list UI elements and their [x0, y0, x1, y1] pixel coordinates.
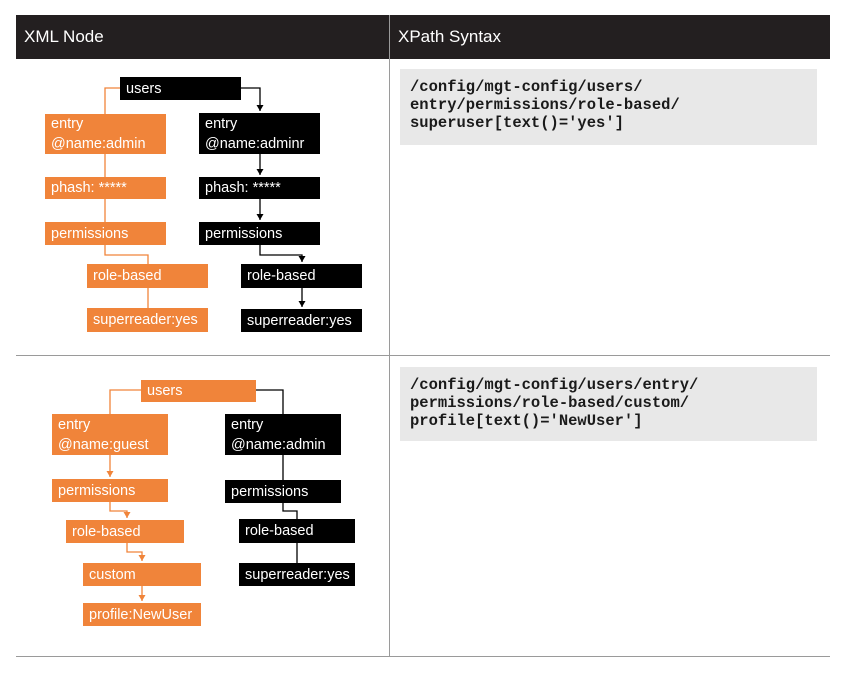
row1-black-entry-node: entry@name:adminr: [199, 113, 320, 154]
row1-xpath-code: /config/mgt-config/users/ entry/permissi…: [400, 69, 817, 145]
row1-black-leaf-node: superreader:yes: [241, 309, 362, 332]
row2-orange-entry-node: entry@name:guest: [52, 414, 168, 455]
row2-orange-leaf-node: profile:NewUser: [83, 603, 201, 626]
row-divider: [16, 355, 830, 356]
row1-orange-phash-node: phash: *****: [45, 177, 166, 199]
row2-xpath-code: /config/mgt-config/users/entry/ permissi…: [400, 367, 817, 441]
row1-users-node: users: [120, 77, 241, 100]
row2-black-role-based-node: role-based: [239, 519, 355, 543]
row2-black-permissions-node: permissions: [225, 480, 341, 503]
row2-users-node: users: [141, 380, 256, 402]
header-xml-node: XML Node: [16, 15, 389, 59]
row1-orange-leaf-node: superreader:yes: [87, 308, 208, 332]
row1-black-permissions-node: permissions: [199, 222, 320, 245]
row1-black-connectors: [241, 87, 306, 307]
row2-orange-connectors: [106, 389, 146, 601]
column-divider: [389, 15, 390, 657]
row2-black-entry-node: entry@name:admin: [225, 414, 341, 455]
row1-orange-role-based-node: role-based: [87, 264, 208, 288]
row2-black-leaf-node: superreader:yes: [239, 563, 355, 586]
row2-orange-role-based-node: role-based: [66, 520, 184, 543]
table-bottom-border: [16, 656, 830, 657]
row1-orange-entry-node: entry@name:admin: [45, 114, 166, 154]
row2-orange-permissions-node: permissions: [52, 479, 168, 502]
row1-orange-connectors: [104, 87, 149, 308]
row2-black-connectors: [256, 389, 298, 563]
xml-xpath-table: XML Node XPath Syntax: [16, 15, 830, 657]
row1-black-phash-node: phash: *****: [199, 177, 320, 199]
header-xpath-syntax: XPath Syntax: [390, 15, 830, 59]
row1-black-role-based-node: role-based: [241, 264, 362, 288]
row1-orange-permissions-node: permissions: [45, 222, 166, 245]
row2-orange-custom-node: custom: [83, 563, 201, 586]
